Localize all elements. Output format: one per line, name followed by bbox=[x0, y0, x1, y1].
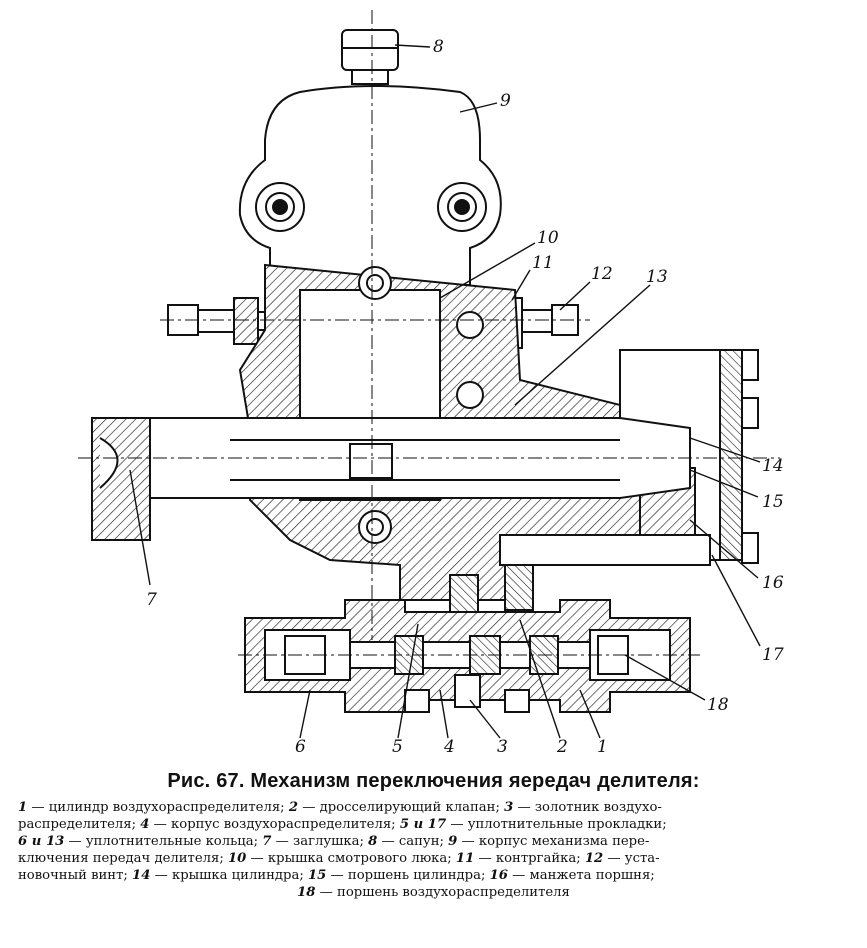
legend-text: — уплотнительные прокладки; bbox=[446, 817, 667, 832]
legend-number: 3 bbox=[504, 800, 514, 815]
callout-5: 5 bbox=[392, 737, 403, 757]
legend-text: — сапун; bbox=[377, 834, 449, 849]
legend-text: — поршень воздухораспределителя bbox=[315, 885, 570, 900]
legend-text: — корпус механизма пере- bbox=[457, 834, 650, 849]
legend-number: 12 bbox=[584, 851, 604, 866]
legend-text: — корпус воздухораспределителя; bbox=[149, 817, 400, 832]
shifter-housing bbox=[238, 85, 502, 286]
legend-number: 6 и 13 bbox=[18, 834, 65, 849]
legend-text: новочный винт; bbox=[18, 868, 133, 883]
caption-line: новочный винт; 14 — крышка цилиндра; 15 … bbox=[18, 867, 849, 884]
caption-title: Рис. 67. Механизм переключения яередач д… bbox=[167, 770, 700, 792]
legend-text: — уста- bbox=[603, 851, 660, 866]
caption-line: 6 и 13 — уплотнительные кольца; 7 — загл… bbox=[18, 833, 849, 850]
legend-number: 1 bbox=[18, 800, 28, 815]
caption-line: распределителя; 4 — корпус воздухораспре… bbox=[18, 816, 849, 833]
callout-10: 10 bbox=[537, 228, 559, 248]
callout-9: 9 bbox=[500, 91, 511, 111]
callout-7: 7 bbox=[146, 590, 157, 610]
legend-text: — уплотнительные кольца; bbox=[64, 834, 263, 849]
legend-number: 7 bbox=[262, 834, 272, 849]
callout-8: 8 bbox=[433, 37, 444, 57]
caption-line: 18 — поршень воздухораспределителя bbox=[18, 884, 849, 901]
legend-number: 11 bbox=[455, 851, 475, 866]
caption-line: 1 — цилиндр воздухораспределителя; 2 — д… bbox=[18, 799, 849, 816]
callout-18: 18 bbox=[707, 695, 729, 715]
callout-11: 11 bbox=[532, 253, 554, 273]
bolt-right bbox=[437, 182, 487, 232]
callout-2: 2 bbox=[556, 737, 568, 757]
legend-number: 10 bbox=[227, 851, 247, 866]
callout-15: 15 bbox=[762, 492, 784, 512]
callout-1: 1 bbox=[597, 737, 608, 757]
legend-text: распределителя; bbox=[18, 817, 141, 832]
figure-caption: Рис. 67. Механизм переключения яередач д… bbox=[18, 770, 849, 901]
bolt-left bbox=[255, 182, 305, 232]
legend-text: — крышка смотрового люка; bbox=[246, 851, 456, 866]
legend-text: — золотник воздухо- bbox=[513, 800, 662, 815]
legend-text: — контргайка; bbox=[474, 851, 585, 866]
legend-number: 16 bbox=[489, 868, 508, 883]
legend-text: — цилиндр воздухораспределителя; bbox=[27, 800, 289, 815]
legend-number: 18 bbox=[297, 885, 316, 900]
callout-13: 13 bbox=[646, 267, 668, 287]
legend-text: — поршень цилиндра; bbox=[326, 868, 490, 883]
legend-text: ключения передач делителя; bbox=[18, 851, 228, 866]
callout-12: 12 bbox=[591, 264, 613, 284]
legend-text: — заглушка; bbox=[271, 834, 369, 849]
legend-number: 15 bbox=[307, 868, 327, 883]
legend-number: 8 bbox=[368, 834, 378, 849]
legend-text: — дросселирующий клапан; bbox=[298, 800, 505, 815]
legend-number: 9 bbox=[448, 834, 458, 849]
legend-number: 14 bbox=[132, 868, 151, 883]
legend-number: 2 bbox=[288, 800, 298, 815]
callout-3: 3 bbox=[497, 737, 508, 757]
mechanism-drawing: 8 9 10 11 12 13 14 15 16 17 18 1 2 3 4 5… bbox=[78, 10, 784, 757]
callout-16: 16 bbox=[762, 573, 784, 593]
legend-number: 5 и 17 bbox=[399, 817, 447, 832]
callout-17: 17 bbox=[762, 645, 784, 665]
callout-14: 14 bbox=[762, 456, 784, 476]
legend-number: 4 bbox=[140, 817, 150, 832]
caption-line: ключения передач делителя; 10 — крышка с… bbox=[18, 850, 849, 867]
callout-6: 6 bbox=[295, 737, 306, 757]
breather-cap bbox=[341, 29, 399, 71]
callout-4: 4 bbox=[443, 737, 455, 757]
legend-text: — манжета поршня; bbox=[507, 868, 655, 883]
legend-text: — крышка цилиндра; bbox=[150, 868, 308, 883]
caption-legend: 1 — цилиндр воздухораспределителя; 2 — д… bbox=[18, 799, 849, 901]
